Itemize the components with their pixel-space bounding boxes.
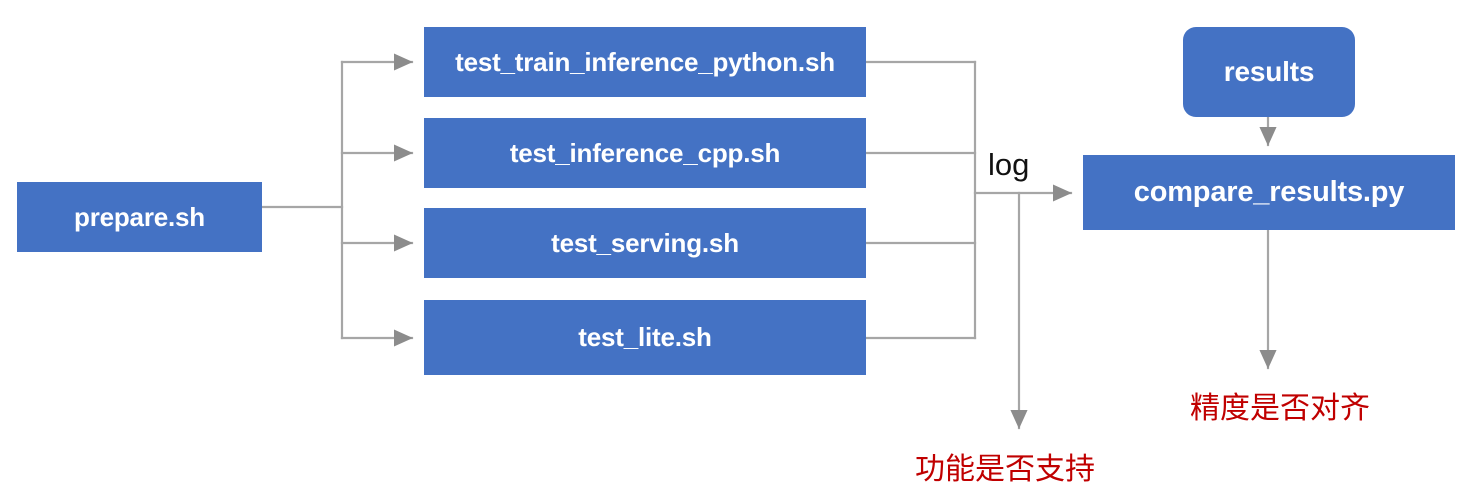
node-test-train-inference-python-sh[interactable]: test_train_inference_python.sh <box>424 27 866 97</box>
node-results[interactable]: results <box>1183 27 1355 117</box>
node-test-serving-sh[interactable]: test_serving.sh <box>424 208 866 278</box>
annotation-function-supported: 功能是否支持 <box>915 452 1095 487</box>
annotation-precision-aligned: 精度是否对齐 <box>1190 391 1370 426</box>
node-test-inference-cpp-sh[interactable]: test_inference_cpp.sh <box>424 118 866 188</box>
node-compare-results-py[interactable]: compare_results.py <box>1083 155 1455 230</box>
node-test-lite-sh[interactable]: test_lite.sh <box>424 300 866 375</box>
node-prepare-sh[interactable]: prepare.sh <box>17 182 262 252</box>
edge-label-log: log <box>988 147 1030 182</box>
